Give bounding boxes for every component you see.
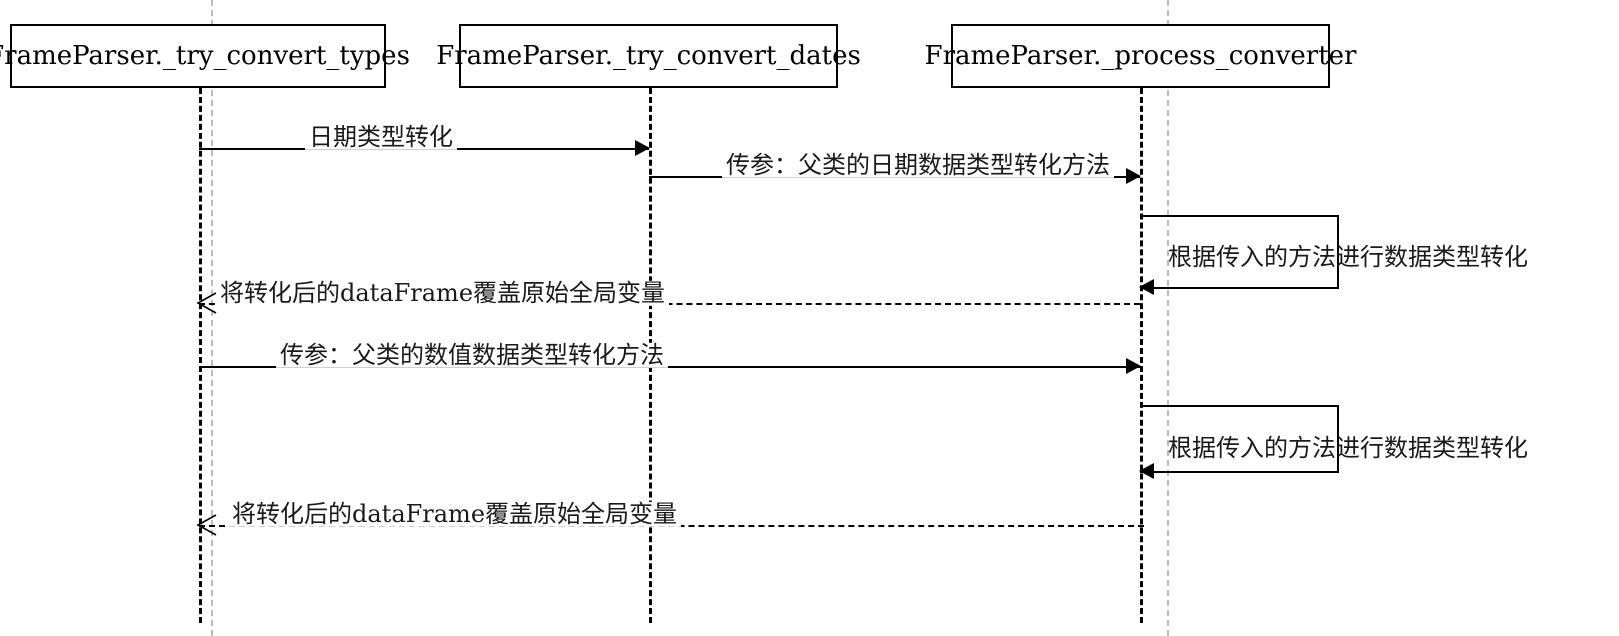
arrowhead-right-icon	[1126, 358, 1141, 374]
participant-try-convert-types[interactable]: FrameParser._try_convert_types	[0, 24, 410, 88]
message-label-date-type-conversion: 日期类型转化	[305, 124, 457, 150]
participant-label: FrameParser._try_convert_dates	[436, 41, 861, 71]
self-message-loop-convert-by-method-2[interactable]	[1139, 405, 1339, 479]
message-label-return-overwrite-1: 将转化后的dataFrame覆盖原始全局变量	[216, 280, 670, 306]
lifeline-try-convert-types	[199, 88, 202, 623]
self-message-label-convert-by-method-2: 根据传入的方法进行数据类型转化	[1168, 434, 1528, 462]
message-label-pass-numeric-converter: 传参：父类的数值数据类型转化方法	[276, 342, 668, 368]
self-message-loop-convert-by-method-1[interactable]	[1139, 215, 1339, 295]
lifeline-ghost-process-converter	[1167, 0, 1169, 636]
participant-label: FrameParser._try_convert_types	[0, 41, 410, 71]
arrowhead-right-icon	[1126, 168, 1141, 184]
message-line	[199, 366, 1140, 368]
lifeline-ghost-try-convert-types	[211, 0, 213, 636]
arrowhead-left-icon	[1139, 279, 1154, 295]
message-label-return-overwrite-2: 将转化后的dataFrame覆盖原始全局变量	[228, 501, 682, 527]
participant-try-convert-dates[interactable]: FrameParser._try_convert_dates	[436, 24, 861, 88]
arrowhead-left-open-icon	[196, 292, 217, 314]
arrowhead-left-open-icon	[196, 514, 217, 536]
lifeline-process-converter	[1140, 88, 1143, 623]
message-line	[199, 303, 1140, 305]
message-label-pass-date-converter: 传参：父类的日期数据类型转化方法	[722, 152, 1114, 178]
participant-process-converter[interactable]: FrameParser._process_converter	[925, 24, 1356, 88]
self-message-label-convert-by-method-1: 根据传入的方法进行数据类型转化	[1168, 243, 1528, 271]
arrowhead-right-icon	[635, 140, 650, 156]
participant-label: FrameParser._process_converter	[924, 41, 1357, 71]
arrowhead-left-icon	[1139, 463, 1154, 479]
